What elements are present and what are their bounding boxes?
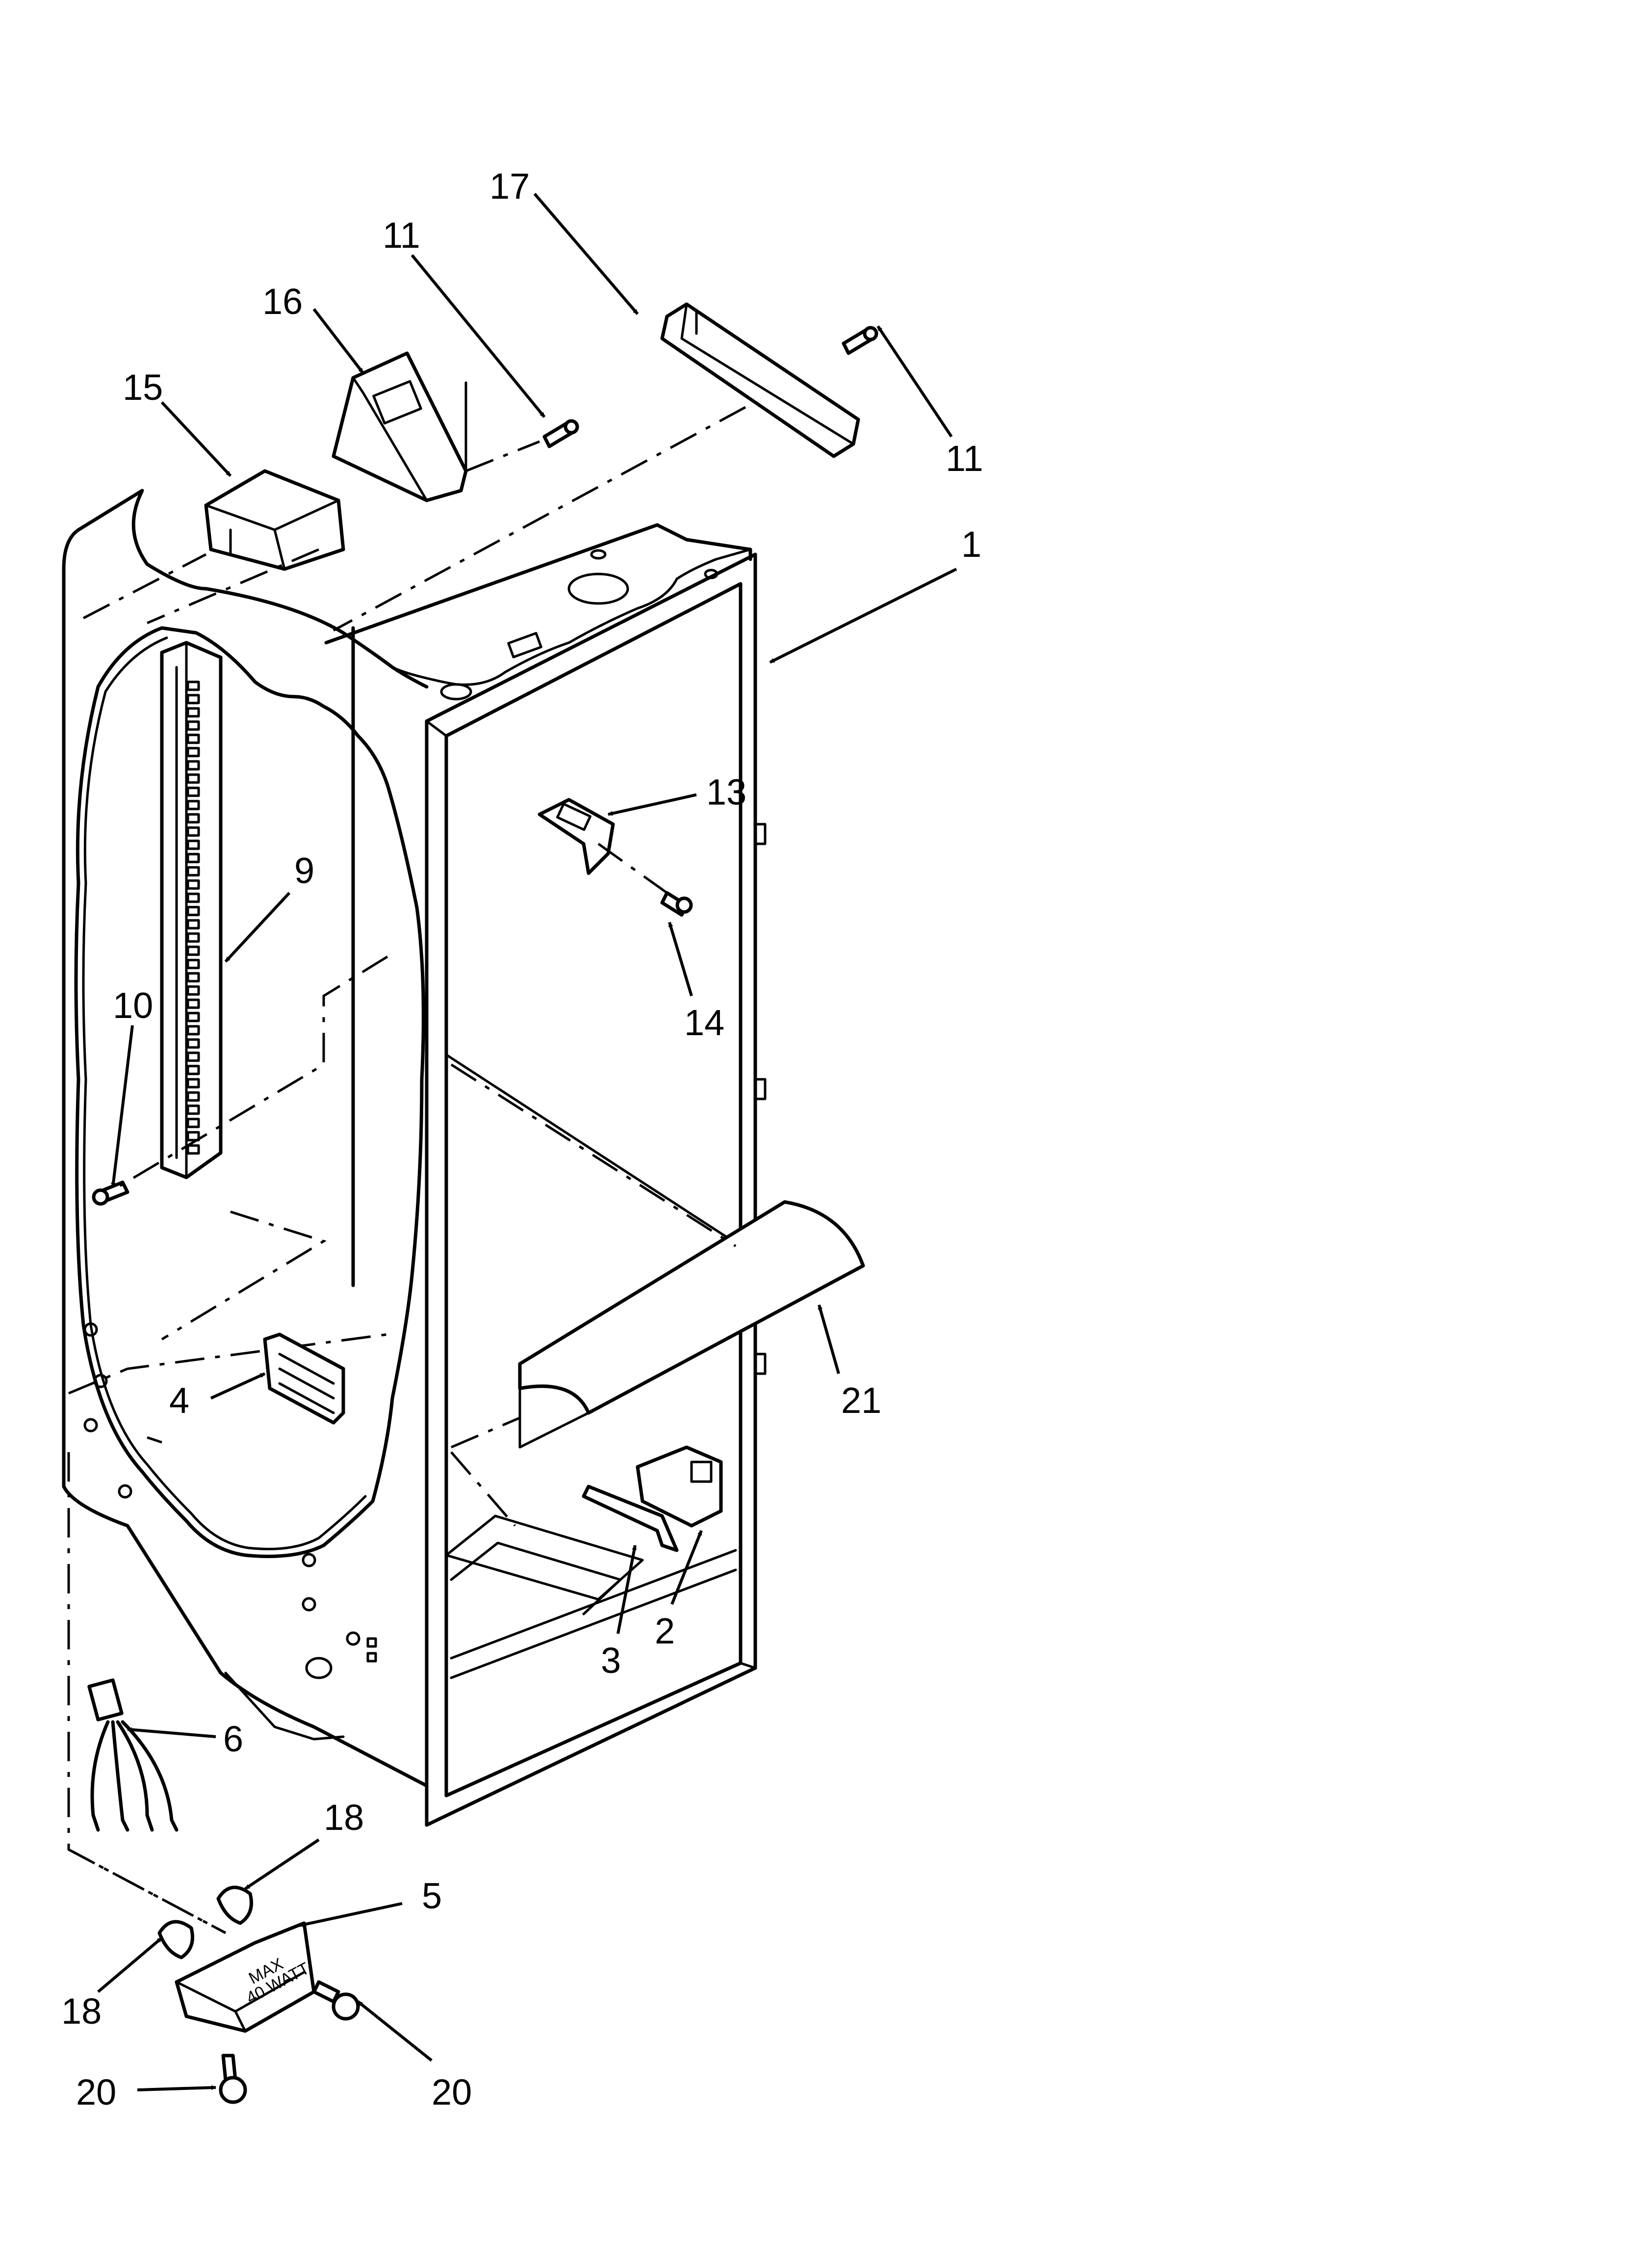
leader-13 (608, 793, 697, 816)
callout-13: 13 (706, 772, 746, 812)
leader-4 (210, 1372, 266, 1400)
leader-11a (410, 254, 546, 418)
ladder-slot (186, 1144, 200, 1155)
ladder-slot (186, 1051, 200, 1062)
part-6-wire-harness (87, 1678, 179, 1832)
ladder-slot (186, 813, 200, 824)
callout-5: 5 (422, 1876, 442, 1916)
ladder-slot (186, 1104, 200, 1115)
leader-9 (224, 891, 291, 963)
part-20-bulb-lower (219, 2054, 247, 2104)
ladder-slot (186, 892, 200, 903)
leader-3 (616, 1545, 637, 1634)
leader-lines (97, 193, 957, 2091)
leader-5 (299, 1902, 403, 1928)
leader-17 (533, 193, 639, 315)
leader-14 (668, 922, 693, 996)
leader-11b (876, 325, 953, 438)
leader-21 (818, 1304, 840, 1374)
callout-20-left: 20 (76, 2072, 116, 2112)
part-18-clip-lower (157, 1920, 194, 1959)
part-20-bulb-right (312, 1980, 360, 2021)
part-16-bracket (332, 351, 468, 502)
leader-2 (670, 1530, 703, 1605)
leader-6 (127, 1727, 216, 1738)
ladder-slot (186, 1091, 200, 1102)
ladder-slot (186, 720, 200, 731)
ladder-slot (186, 932, 200, 943)
ladder-slot (186, 972, 200, 983)
callout-3: 3 (601, 1640, 621, 1681)
ladder-slot (186, 1065, 200, 1075)
ladder-slot (186, 680, 200, 691)
ladder-slot (186, 733, 200, 744)
callout-11-top: 11 (383, 215, 420, 256)
leader-1 (769, 568, 957, 664)
callout-20-right: 20 (432, 2072, 472, 2112)
part-18-clip-upper (216, 1885, 253, 1925)
ladder-slot (186, 707, 200, 718)
assembly-lines (68, 406, 746, 1934)
callout-17: 17 (489, 166, 530, 207)
ladder-slot (186, 747, 200, 757)
part-17-top-trim (660, 302, 860, 458)
ladder-slot (186, 839, 200, 850)
callout-21: 21 (841, 1380, 881, 1421)
callout-18-upper: 18 (324, 1797, 364, 1838)
callout-1: 1 (961, 524, 981, 565)
ladder-slot (186, 1078, 200, 1089)
part-21-cover (518, 1200, 865, 1449)
ladder-slot (186, 1025, 200, 1036)
ladder-slot (186, 786, 200, 797)
leader-18a (244, 1838, 320, 1890)
callout-15: 15 (123, 367, 163, 408)
ladder-slot (186, 945, 200, 956)
leader-16 (312, 308, 364, 374)
ladder-slot (186, 866, 200, 877)
ladder-slot (186, 959, 200, 969)
ladder-slot (186, 906, 200, 916)
callout-6: 6 (223, 1719, 243, 1759)
ladder-slot (186, 1118, 200, 1128)
ladder-slot (186, 919, 200, 930)
part-13-bracket (538, 798, 615, 875)
callout-2: 2 (655, 1611, 675, 1651)
part-4-vent-grille (263, 1332, 345, 1425)
ladder-slot (186, 853, 200, 863)
part-2-bracket (636, 1445, 723, 1528)
callout-9: 9 (294, 850, 314, 891)
ladder-slot (186, 985, 200, 996)
callout-10: 10 (113, 985, 153, 1026)
ladder-slot (186, 1012, 200, 1022)
callout-4: 4 (169, 1380, 189, 1421)
part-3-bracket (582, 1485, 679, 1552)
ladder-slot (186, 760, 200, 771)
leader-20b (357, 2000, 433, 2062)
callout-16: 16 (262, 281, 303, 322)
leader-20a (137, 2085, 216, 2091)
leader-18b (97, 1936, 163, 1993)
part-9-shelf-ladder (160, 641, 223, 1179)
part-15-control-housing (204, 469, 345, 571)
callout-labels: 17 11 16 15 11 1 13 9 14 10 21 4 2 3 6 1… (61, 166, 983, 2112)
ladder-slot (186, 1131, 200, 1142)
ladder-slot (186, 1038, 200, 1049)
callout-18-lower: 18 (61, 1991, 102, 2032)
part-11-screw-right (842, 326, 878, 355)
leader-10 (111, 1025, 134, 1188)
ladder-slot (186, 773, 200, 784)
ladder-slot (186, 998, 200, 1009)
leader-15 (160, 401, 232, 477)
ladder-slot (186, 694, 200, 704)
ladder-slot (186, 826, 200, 837)
ladder-slot (186, 879, 200, 890)
ladder-slot (186, 800, 200, 810)
part-14-screw (660, 891, 693, 917)
part-11-screw-top (542, 419, 579, 448)
callout-14: 14 (684, 1002, 724, 1043)
part-5-light-socket: MAX 40 WATT (175, 1921, 316, 2033)
callout-11-right: 11 (946, 438, 983, 479)
